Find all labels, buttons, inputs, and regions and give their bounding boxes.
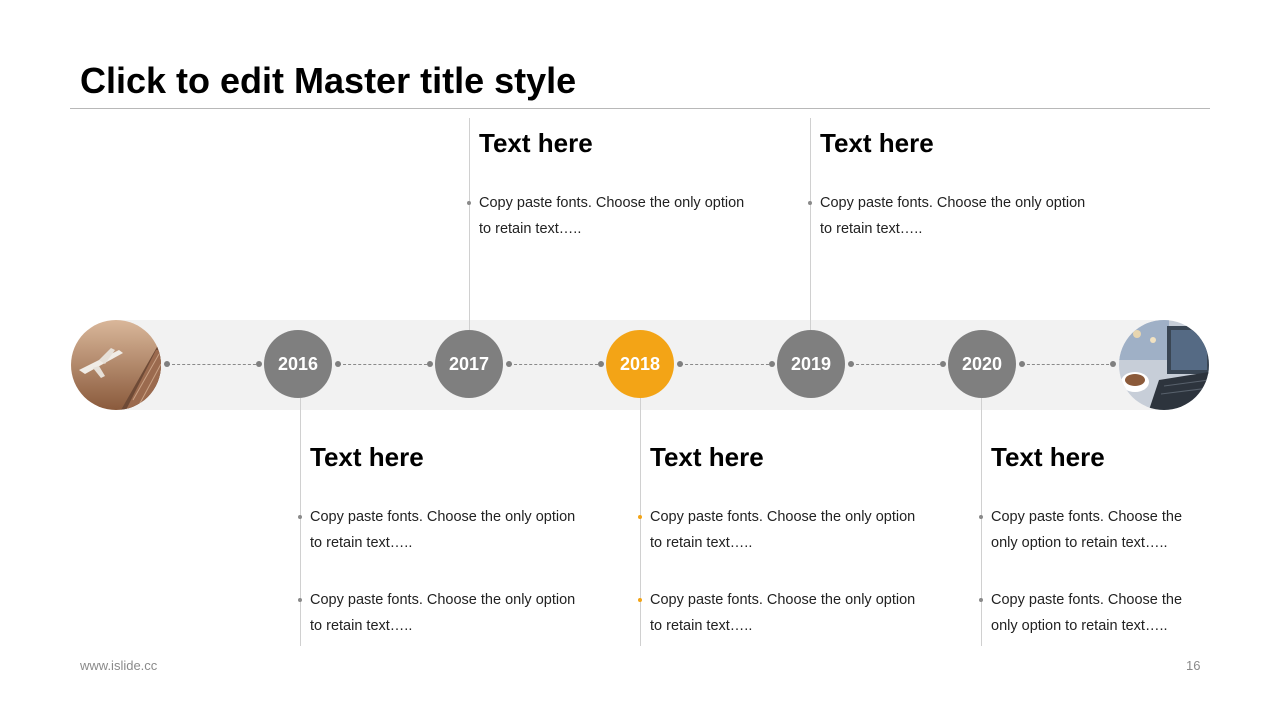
year-node-2020[interactable]: 2020 [948, 330, 1016, 398]
timeline-connector [167, 364, 261, 365]
connector-dot [506, 361, 512, 367]
bullet-dot [979, 515, 983, 519]
connector-dot [848, 361, 854, 367]
bullet-dot [808, 201, 812, 205]
card-stem-2016 [300, 398, 301, 646]
card-stem-2017 [469, 118, 470, 330]
airplane-city-photo-icon [71, 320, 161, 410]
page-number: 16 [1186, 658, 1201, 673]
card-bullet-2018-1: Copy paste fonts. Choose the only option… [650, 509, 916, 551]
bullet-dot [638, 515, 642, 519]
title-divider [70, 108, 1210, 109]
card-bullet-2016-2: Copy paste fonts. Choose the only option… [310, 592, 576, 634]
connector-dot [256, 361, 262, 367]
card-stem-2018 [640, 398, 641, 646]
connector-dot [940, 361, 946, 367]
card-heading-2018: Text here [650, 442, 764, 472]
card-bullet-2020-2: Copy paste fonts. Choose the only option… [991, 592, 1183, 634]
connector-dot [164, 361, 170, 367]
card-heading-2016: Text here [310, 442, 424, 472]
bullet-dot [298, 598, 302, 602]
card-bullet-2019-1: Copy paste fonts. Choose the only option… [820, 195, 1086, 237]
year-node-2018[interactable]: 2018 [606, 330, 674, 398]
connector-dot [677, 361, 683, 367]
connector-dot [1019, 361, 1025, 367]
connector-dot [427, 361, 433, 367]
card-bullet-2018-2: Copy paste fonts. Choose the only option… [650, 592, 916, 634]
bullet-dot [638, 598, 642, 602]
timeline-connector [1022, 364, 1114, 365]
bullet-dot [979, 598, 983, 602]
connector-dot [598, 361, 604, 367]
connector-dot [769, 361, 775, 367]
year-node-2016[interactable]: 2016 [264, 330, 332, 398]
footer-url: www.islide.cc [80, 658, 158, 673]
slide-title: Click to edit Master title style [80, 60, 577, 101]
connector-dot [335, 361, 341, 367]
timeline-connector [851, 364, 945, 365]
card-heading-2019: Text here [820, 128, 934, 158]
card-heading-2017: Text here [479, 128, 593, 158]
card-bullet-2020-1: Copy paste fonts. Choose the only option… [991, 509, 1183, 551]
timeline-connector [338, 364, 432, 365]
bullet-dot [467, 201, 471, 205]
card-bullet-2017-1: Copy paste fonts. Choose the only option… [479, 195, 745, 237]
card-bullet-2016-1: Copy paste fonts. Choose the only option… [310, 509, 576, 551]
card-stem-2019 [810, 118, 811, 330]
timeline-connector [509, 364, 603, 365]
bullet-dot [298, 515, 302, 519]
card-stem-2020 [981, 398, 982, 646]
laptop-coffee-photo-icon [1119, 320, 1209, 410]
timeline-connector [680, 364, 774, 365]
card-heading-2020: Text here [991, 442, 1105, 472]
year-node-2019[interactable]: 2019 [777, 330, 845, 398]
year-node-2017[interactable]: 2017 [435, 330, 503, 398]
connector-dot [1110, 361, 1116, 367]
